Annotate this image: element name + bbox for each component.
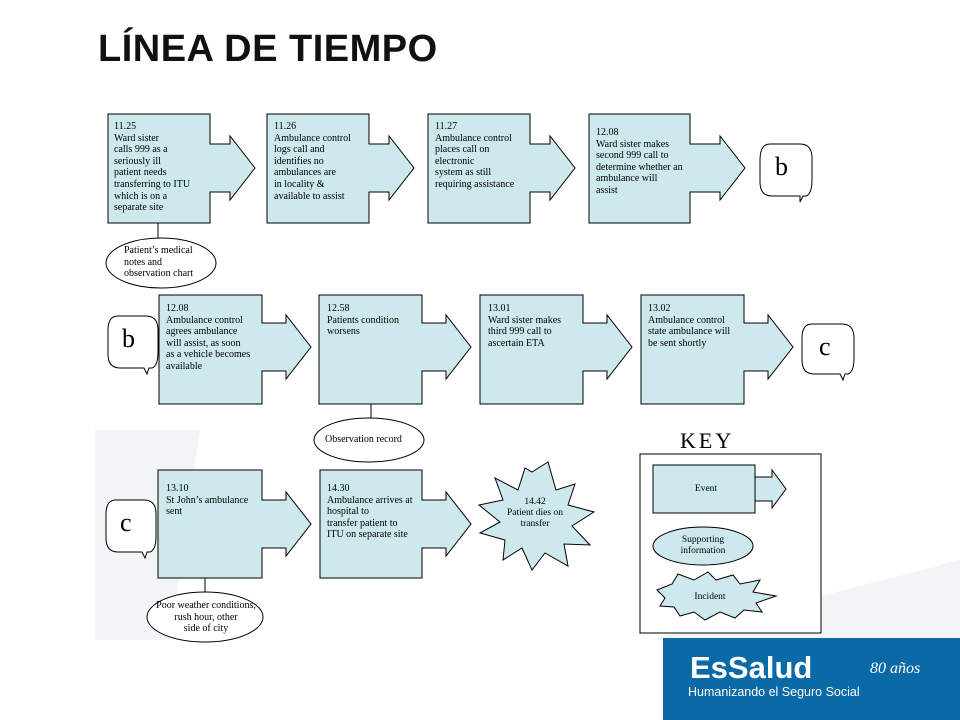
event-box-7 — [479, 294, 633, 405]
key-event-swatch — [652, 464, 756, 514]
incident-text: 14.42 Patient dies on transfer — [507, 497, 563, 529]
continuation-label: b — [122, 324, 135, 353]
event-box-10 — [319, 469, 472, 579]
event-text: 12.58 Patients condition worsens — [327, 303, 399, 338]
continuation-bubble-c-start — [105, 499, 157, 560]
continuation-label: b — [775, 152, 788, 181]
brand-tagline: Humanizando el Seguro Social — [688, 685, 860, 699]
footer-banner — [663, 638, 960, 720]
key-incident-label: Incident — [694, 592, 726, 602]
continuation-label: c — [120, 508, 132, 537]
event-box-2 — [266, 113, 415, 224]
supporting-info-oval-3 — [146, 591, 264, 643]
anniversary-logo: 80 años — [870, 660, 921, 677]
event-box-9 — [157, 469, 312, 579]
supporting-info-oval-2 — [313, 417, 425, 463]
key-supporting-swatch — [652, 526, 754, 566]
key-event-label: Event — [694, 484, 718, 494]
continuation-bubble-b-start — [107, 315, 159, 376]
supporting-info-text: Patient’s medical notes and observation … — [124, 245, 194, 280]
supporting-info-oval-1 — [105, 237, 217, 289]
event-box-1 — [107, 113, 256, 224]
event-text: 11.26 Ambulance control logs call and id… — [274, 121, 351, 202]
event-box-8 — [640, 294, 794, 405]
event-text: 14.30 Ambulance arrives at hospital to t… — [327, 483, 413, 541]
event-box-4 — [588, 113, 746, 224]
event-text: 11.27 Ambulance control places call on e… — [435, 121, 515, 190]
event-text: 11.25 Ward sister calls 999 as a serious… — [114, 121, 191, 214]
event-text: 13.01 Ward sister makes third 999 call t… — [488, 303, 562, 349]
continuation-bubble-c-end — [801, 323, 855, 382]
continuation-label: c — [819, 332, 831, 361]
page-title: LÍNEA DE TIEMPO — [98, 28, 438, 70]
event-text: 12.08 Ambulance control agrees ambulance… — [166, 303, 251, 372]
key-supporting-label: Supporting information — [680, 535, 726, 556]
supporting-info-text: Poor weather conditions, rush hour, othe… — [156, 600, 256, 635]
event-box-6 — [318, 294, 472, 405]
brand-logo: EsSalud — [690, 650, 813, 685]
event-text: 12.08 Ward sister makes second 999 call … — [596, 127, 683, 196]
event-text: 13.02 Ambulance control state ambulance … — [648, 303, 731, 349]
event-box-5 — [158, 294, 312, 405]
continuation-bubble-b-end — [759, 143, 813, 203]
key-incident-swatch — [656, 571, 778, 621]
supporting-info-text: Observation record — [325, 434, 402, 445]
event-text: 13.10 St John’s ambulance sent — [166, 483, 249, 518]
event-box-3 — [427, 113, 576, 224]
incident-burst — [477, 461, 596, 571]
key-title: KEY — [680, 428, 735, 453]
key-event-arrow — [754, 468, 787, 510]
